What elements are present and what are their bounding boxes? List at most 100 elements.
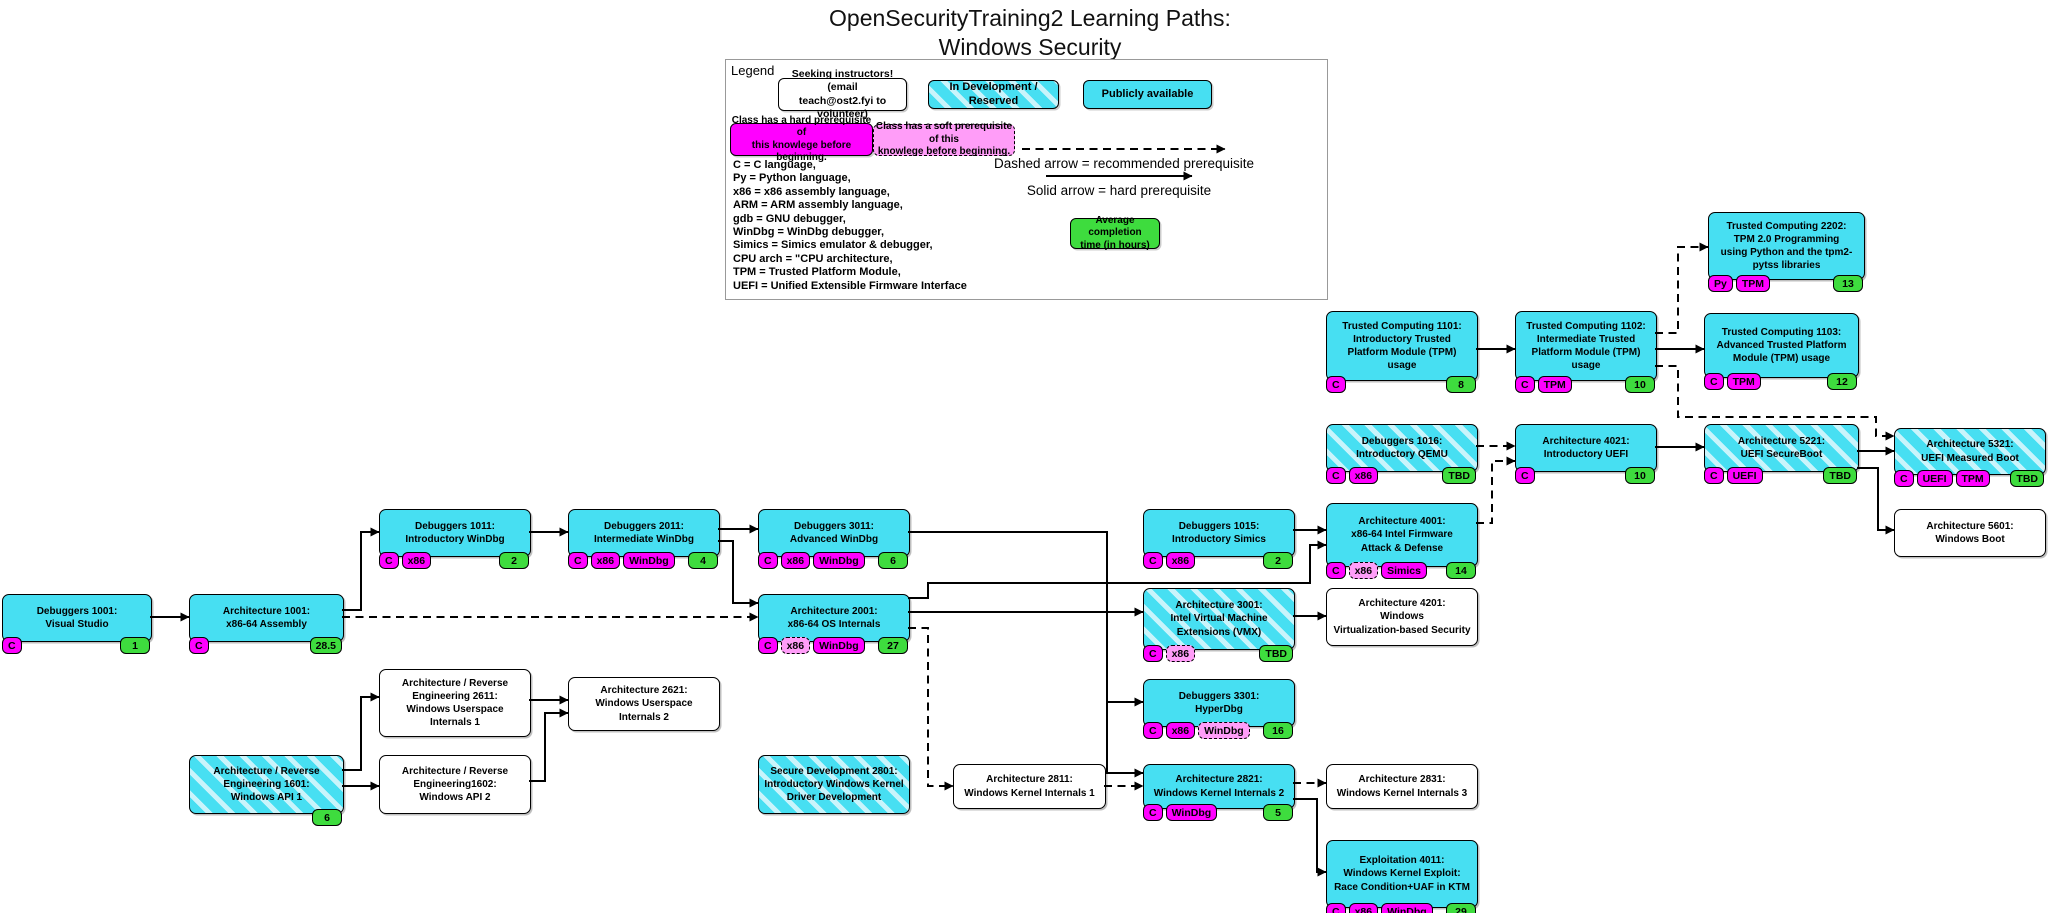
hard-prereq-badge-Simics: Simics <box>1381 562 1427 580</box>
legend-abbreviation-line: gdb = GNU debugger, <box>733 212 846 225</box>
hard-prereq-badge-C: C <box>1143 804 1163 822</box>
completion-hours-badge: 10 <box>1625 376 1655 394</box>
completion-hours-badge: 2 <box>499 552 529 570</box>
hard-prereq-badge-UEFI: UEFI <box>1916 470 1953 488</box>
course-title: Debuggers 3301: HyperDbg <box>1178 690 1260 715</box>
course-node-arch2001[interactable]: Architecture 2001: x86-64 OS Internals <box>758 594 910 642</box>
course-node-arch3001[interactable]: Architecture 3001: Intel Virtual Machine… <box>1143 588 1295 650</box>
course-node-arch4201[interactable]: Architecture 4201: Windows Virtualizatio… <box>1326 588 1478 646</box>
course-node-arch4001[interactable]: Architecture 4001: x86-64 Intel Firmware… <box>1326 503 1478 567</box>
course-node-are1602[interactable]: Architecture / Reverse Engineering1602: … <box>379 755 531 814</box>
completion-hours-badge: 29 <box>1446 903 1476 913</box>
course-node-deb1016[interactable]: Debuggers 1016: Introductory QEMU <box>1326 424 1478 472</box>
edge-are1602-to-arch2621 <box>529 708 569 782</box>
course-node-are1601[interactable]: Architecture / Reverse Engineering 1601:… <box>189 755 344 814</box>
course-node-arch5601[interactable]: Architecture 5601: Windows Boot <box>1894 509 2046 557</box>
hard-prereq-badge-C: C <box>1326 376 1346 394</box>
hard-prereq-badge-C: C <box>1143 552 1163 570</box>
edge-arch5221-to-arch5601 <box>1857 467 1895 535</box>
edge-arch1001-to-deb1011 <box>342 527 380 611</box>
completion-hours-badge: 28.5 <box>309 637 342 655</box>
course-node-tc2202[interactable]: Trusted Computing 2202: TPM 2.0 Programm… <box>1708 212 1865 280</box>
completion-hours-badge: 27 <box>878 637 908 655</box>
legend-avg-completion-box: Average completion time (in hours) <box>1070 215 1160 251</box>
hard-prereq-badge-C: C <box>1704 467 1724 485</box>
course-title: Debuggers 1016: Introductory QEMU <box>1356 435 1448 460</box>
course-node-deb1011[interactable]: Debuggers 1011: Introductory WinDbg <box>379 509 531 557</box>
hard-prereq-badge-C: C <box>568 552 588 570</box>
course-title: Trusted Computing 1102: Intermediate Tru… <box>1526 320 1646 372</box>
page-title-line1: OpenSecurityTraining2 Learning Paths: <box>829 5 1231 31</box>
hard-prereq-badge-UEFI: UEFI <box>1726 467 1763 485</box>
course-node-deb1015[interactable]: Debuggers 1015: Introductory Simics <box>1143 509 1295 557</box>
hard-prereq-badge-WinDbg: WinDbg <box>1381 903 1433 913</box>
course-node-arch2821[interactable]: Architecture 2821: Windows Kernel Intern… <box>1143 764 1295 809</box>
completion-hours-badge: 12 <box>1827 373 1857 391</box>
legend-abbreviation-line: ARM = ARM assembly language, <box>733 199 903 212</box>
course-node-are2611[interactable]: Architecture / Reverse Engineering 2611:… <box>379 669 531 737</box>
course-node-arch1001[interactable]: Architecture 1001: x86-64 Assembly <box>189 594 344 642</box>
edge-deb3011-to-arch2821 <box>1106 702 1144 778</box>
completion-hours-badge: 13 <box>1833 275 1863 293</box>
course-title: Debuggers 3011: Advanced WinDbg <box>789 520 879 545</box>
completion-hours-badge: 2 <box>1263 552 1293 570</box>
hard-prereq-badge-WinDbg: WinDbg <box>623 552 675 570</box>
course-node-deb1001[interactable]: Debuggers 1001: Visual Studio <box>2 594 152 642</box>
course-node-deb2011[interactable]: Debuggers 2011: Intermediate WinDbg <box>568 509 720 557</box>
legend-publicly-available-box: Publicly available <box>1083 80 1212 109</box>
course-node-deb3301[interactable]: Debuggers 3301: HyperDbg <box>1143 679 1295 727</box>
course-node-arch5321[interactable]: Architecture 5321: UEFI Measured Boot <box>1894 428 2046 475</box>
legend-seeking-instructors-box: Seeking instructors! (email teach@ost2.f… <box>778 68 907 120</box>
soft-prereq-badge-x86: x86 <box>780 637 811 655</box>
course-node-arch4021[interactable]: Architecture 4021: Introductory UEFI <box>1515 424 1657 472</box>
course-node-expl4011[interactable]: Exploitation 4011: Windows Kernel Exploi… <box>1326 840 1478 908</box>
hard-prereq-badge-C: C <box>1704 373 1724 391</box>
course-node-tc1102[interactable]: Trusted Computing 1102: Intermediate Tru… <box>1515 311 1657 381</box>
soft-prereq-badge-x86: x86 <box>1165 645 1196 663</box>
legend-abbreviation-line: TPM = Trusted Platform Module, <box>733 266 901 279</box>
edge-arch2001-to-arch2811 <box>908 627 954 791</box>
completion-hours-badge: 1 <box>120 637 150 655</box>
course-node-tc1103[interactable]: Trusted Computing 1103: Advanced Trusted… <box>1704 313 1859 378</box>
edge-tc1102-to-tc2202 <box>1655 242 1709 334</box>
hard-prereq-badge-x86: x86 <box>1165 722 1196 740</box>
hard-prereq-badge-C: C <box>758 637 778 655</box>
course-node-tc1101[interactable]: Trusted Computing 1101: Introductory Tru… <box>1326 311 1478 381</box>
course-title: Architecture 2001: x86-64 OS Internals <box>787 605 881 630</box>
course-node-arch5221[interactable]: Architecture 5221: UEFI SecureBoot <box>1704 424 1859 472</box>
course-title: Exploitation 4011: Windows Kernel Exploi… <box>1334 855 1470 893</box>
course-title: Architecture / Reverse Engineering1602: … <box>401 765 509 804</box>
hard-prereq-badge-WinDbg: WinDbg <box>1165 804 1218 822</box>
course-title: Architecture 2821: Windows Kernel Intern… <box>1153 774 1285 799</box>
course-title: Debuggers 1011: Introductory WinDbg <box>405 520 505 545</box>
course-title: Debuggers 2011: Intermediate WinDbg <box>594 520 694 545</box>
hard-prereq-badge-TPM: TPM <box>1537 376 1572 394</box>
completion-hours-badge: 4 <box>688 552 718 570</box>
course-node-sd2801[interactable]: Secure Development 2801: Introductory Wi… <box>758 755 910 814</box>
course-node-deb3011[interactable]: Debuggers 3011: Advanced WinDbg <box>758 509 910 557</box>
hard-prereq-badge-x86: x86 <box>1165 552 1196 570</box>
hard-prereq-badge-C: C <box>1515 467 1535 485</box>
course-node-arch2831[interactable]: Architecture 2831: Windows Kernel Intern… <box>1326 764 1478 809</box>
course-node-arch2621[interactable]: Architecture 2621: Windows Userspace Int… <box>568 677 720 731</box>
completion-hours-badge: TBD <box>1442 467 1476 485</box>
hard-prereq-badge-TPM: TPM <box>1735 275 1771 293</box>
course-title: Architecture 5601: Windows Boot <box>1926 520 2014 545</box>
course-title: Trusted Computing 1101: Introductory Tru… <box>1342 320 1462 372</box>
course-node-arch2811[interactable]: Architecture 2811: Windows Kernel Intern… <box>953 764 1106 809</box>
completion-hours-badge: TBD <box>1823 467 1857 485</box>
hard-prereq-badge-C: C <box>1326 467 1346 485</box>
